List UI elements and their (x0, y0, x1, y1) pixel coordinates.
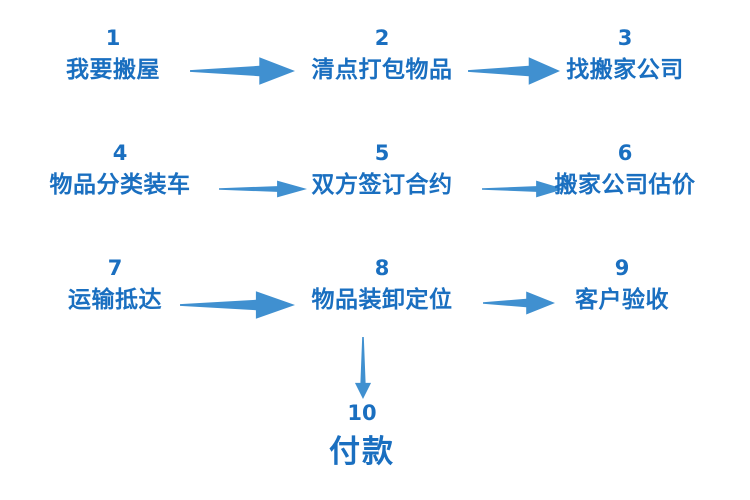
step-label: 清点打包物品 (311, 57, 453, 83)
step-number: 3 (617, 26, 633, 50)
step-label: 客户验收 (575, 287, 669, 313)
flow-step-4: 4 物品分类装车 (49, 141, 191, 198)
step-number: 8 (374, 256, 390, 280)
step-label: 搬家公司估价 (554, 172, 696, 198)
flow-step-7: 7 运输抵达 (68, 256, 162, 313)
flow-step-2: 2 清点打包物品 (311, 26, 453, 83)
arrow-right-icon (483, 290, 555, 316)
step-label: 我要搬屋 (66, 57, 160, 83)
step-number: 4 (112, 141, 128, 165)
flow-step-8: 8 物品装卸定位 (311, 256, 453, 313)
step-label: 双方签订合约 (311, 172, 453, 198)
step-number: 9 (614, 256, 630, 280)
flow-step-3: 3 找搬家公司 (566, 26, 684, 83)
arrow-right-icon (180, 290, 295, 320)
step-number: 5 (374, 141, 390, 165)
step-label: 运输抵达 (68, 287, 162, 313)
step-label: 找搬家公司 (566, 57, 684, 83)
step-number: 7 (107, 256, 123, 280)
step-label: 付款 (329, 434, 395, 470)
flow-step-6: 6 搬家公司估价 (554, 141, 696, 198)
step-number: 2 (374, 26, 390, 50)
step-number: 6 (617, 141, 633, 165)
flow-step-10: 10 付款 (329, 403, 395, 469)
arrow-right-icon (190, 56, 295, 86)
step-label: 物品装卸定位 (311, 287, 453, 313)
flow-step-5: 5 双方签订合约 (311, 141, 453, 198)
step-number: 1 (105, 26, 121, 50)
flow-step-9: 9 客户验收 (575, 256, 669, 313)
step-number: 10 (347, 401, 377, 425)
flow-step-1: 1 我要搬屋 (66, 26, 160, 83)
arrow-down-icon (350, 337, 376, 399)
arrow-right-icon (482, 177, 564, 201)
arrow-right-icon (219, 177, 307, 201)
step-label: 物品分类装车 (49, 172, 191, 198)
arrow-right-icon (468, 56, 560, 86)
